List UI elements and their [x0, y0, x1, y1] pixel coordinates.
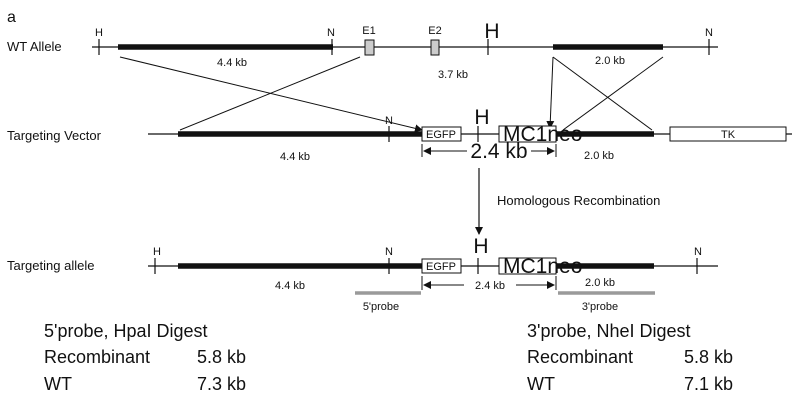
- exon-e2-label: E2: [428, 25, 441, 37]
- allele-size-5arm: 4.4 kb: [275, 280, 305, 292]
- vector-egfp-box: [421, 126, 462, 142]
- summary-left-row2-value: 7.3 kb: [197, 374, 246, 394]
- allele-size-middle: 2.4 kb: [475, 280, 505, 292]
- probe-3-label: 3'probe: [582, 301, 618, 313]
- exon-e1: [364, 39, 375, 56]
- vector-neo-label: MC1neo: [503, 123, 582, 146]
- vector-egfp-label: EGFP: [426, 129, 456, 141]
- summary-left-row1-value: 5.8 kb: [197, 347, 246, 367]
- crossover-line-3a: [552, 56, 653, 131]
- wt-site-n1: N: [327, 27, 335, 39]
- wt-site-h2: H: [484, 20, 499, 43]
- vector-size-3arm: 2.0 kb: [584, 150, 614, 162]
- crossover-line-3b: [562, 56, 664, 131]
- summary-right-title: 3'probe, NheI Digest: [527, 321, 691, 341]
- summary-left-row2-label: WT: [44, 374, 72, 394]
- summary-right: 3'probe, NheI Digest Recombinant 5.8 kb …: [527, 321, 733, 394]
- summary-right-row1-label: Recombinant: [527, 347, 633, 367]
- probe-5-label: 5'probe: [363, 301, 399, 313]
- vector-tk-box: [669, 126, 787, 142]
- summary-left: 5'probe, HpaI Digest Recombinant 5.8 kb …: [44, 321, 246, 394]
- wt-allele-label: WT Allele: [7, 39, 62, 54]
- crossover-arrow-3: [546, 56, 555, 129]
- wt-allele: WT Allele H N H N E1 E2 4.4 kb 3.7 kb 2.…: [7, 20, 718, 81]
- allele-site-h1: H: [153, 246, 161, 258]
- recombination-label: Homologous Recombination: [497, 193, 660, 208]
- wt-size-3arm: 2.0 kb: [595, 55, 625, 67]
- crossover-line-5b: [179, 56, 361, 131]
- crossover-lines: [119, 56, 664, 133]
- panel-label: a: [7, 9, 16, 26]
- allele-site-h2: H: [473, 235, 488, 258]
- summary-right-row1-value: 5.8 kb: [684, 347, 733, 367]
- vector-tk-label: TK: [721, 129, 736, 141]
- targeting-vector: Targeting Vector N H EGFP MC1neo TK 2.4 …: [7, 106, 792, 163]
- vector-size-middle: 2.4 kb: [470, 140, 527, 163]
- allele-site-n2: N: [694, 246, 702, 258]
- wt-size-middle: 3.7 kb: [438, 69, 468, 81]
- vector-site-h: H: [474, 106, 489, 129]
- targeting-allele: Targeting allele H N H N EGFP MC1neo 2.4…: [7, 235, 718, 313]
- vector-label: Targeting Vector: [7, 128, 102, 143]
- vector-size-5arm: 4.4 kb: [280, 151, 310, 163]
- wt-size-5arm: 4.4 kb: [217, 57, 247, 69]
- wt-site-n2: N: [705, 27, 713, 39]
- allele-egfp-label: EGFP: [426, 261, 456, 273]
- allele-size-3arm: 2.0 kb: [585, 277, 615, 289]
- vector-neo-box: [498, 125, 557, 143]
- vector-site-n: N: [385, 115, 393, 127]
- exon-e2: [430, 39, 440, 56]
- summary-right-row2-label: WT: [527, 374, 555, 394]
- allele-neo-label: MC1neo: [503, 255, 582, 278]
- allele-label: Targeting allele: [7, 258, 94, 273]
- summary-left-row1-label: Recombinant: [44, 347, 150, 367]
- summary-right-row2-value: 7.1 kb: [684, 374, 733, 394]
- exon-e1-label: E1: [362, 25, 375, 37]
- wt-site-h1: H: [95, 27, 103, 39]
- allele-neo-box: [498, 257, 557, 275]
- allele-egfp-box: [421, 258, 462, 274]
- summary-left-title: 5'probe, HpaI Digest: [44, 321, 208, 341]
- allele-site-n1: N: [385, 246, 393, 258]
